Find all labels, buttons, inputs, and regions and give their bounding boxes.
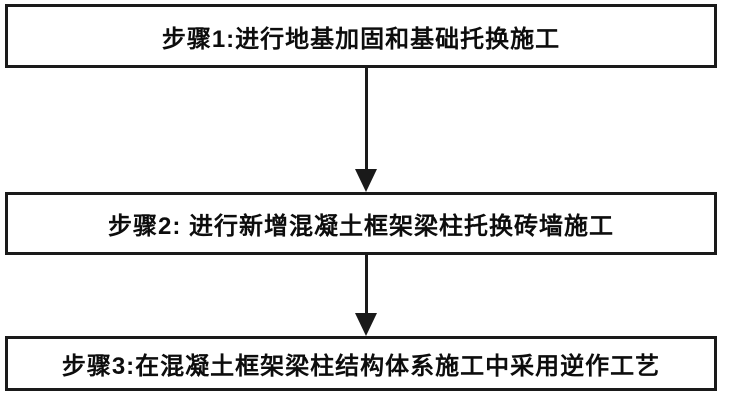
connector-1-to-2 bbox=[355, 68, 377, 192]
step-3-label: 步骤3:在混凝土框架梁柱结构体系施工中采用逆作工艺 bbox=[61, 353, 661, 380]
arrow-down-icon bbox=[355, 313, 377, 336]
step-2-box: 步骤2: 进行新增混凝土框架梁柱托换砖墙施工 bbox=[5, 192, 717, 255]
step-1-box: 步骤1:进行地基加固和基础托换施工 bbox=[5, 4, 717, 68]
arrow-line bbox=[364, 68, 368, 170]
arrow-line bbox=[364, 255, 368, 314]
step-3-box: 步骤3:在混凝土框架梁柱结构体系施工中采用逆作工艺 bbox=[5, 336, 717, 391]
step-1-label: 步骤1:进行地基加固和基础托换施工 bbox=[161, 25, 561, 53]
step-2-label: 步骤2: 进行新增混凝土框架梁柱托换砖墙施工 bbox=[107, 213, 614, 240]
connector-2-to-3 bbox=[355, 255, 377, 336]
arrow-down-icon bbox=[355, 169, 377, 192]
